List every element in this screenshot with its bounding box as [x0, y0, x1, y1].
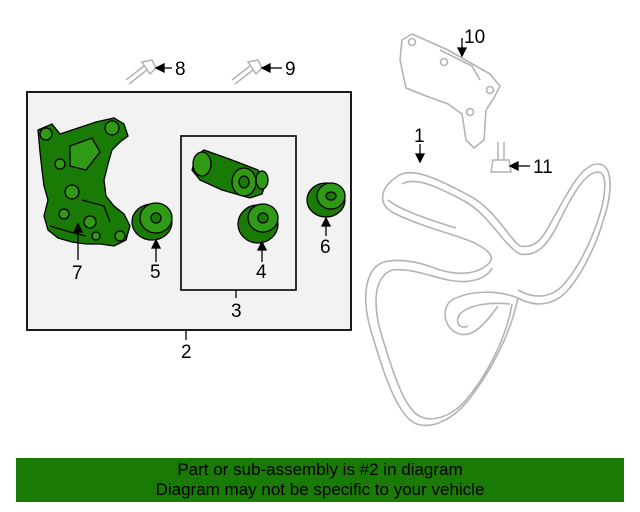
callout-10: 10 — [464, 27, 485, 48]
bolt-8-part[interactable] — [125, 59, 157, 85]
idler-pulley-4-part[interactable] — [237, 203, 279, 244]
callout-5: 5 — [150, 262, 161, 283]
idler-pulley-5-part[interactable] — [131, 202, 173, 241]
callout-9: 9 — [285, 59, 296, 80]
bolt-11-part[interactable] — [490, 142, 512, 173]
callout-7: 7 — [72, 263, 83, 284]
callout-1: 1 — [414, 126, 425, 147]
callout-3: 3 — [231, 301, 242, 322]
callout-4: 4 — [256, 262, 267, 283]
tensioner-assembly-part[interactable] — [191, 149, 269, 199]
leader-lines — [72, 38, 530, 340]
banner-line-2: Diagram may not be specific to your vehi… — [155, 480, 485, 499]
tensioner-bracket-part[interactable] — [37, 117, 131, 247]
callout-6: 6 — [320, 237, 331, 258]
callout-8: 8 — [175, 59, 186, 80]
callout-2: 2 — [181, 342, 192, 363]
serpentine-belt-part[interactable] — [365, 163, 611, 427]
banner-line-1: Part or sub-assembly is #2 in diagram — [177, 460, 463, 479]
bolt-9-part[interactable] — [231, 59, 263, 85]
idler-pulley-6-part[interactable] — [306, 182, 346, 218]
info-banner: Part or sub-assembly is #2 in diagram Di… — [16, 458, 624, 502]
callout-11: 11 — [533, 157, 553, 178]
mounting-bracket-10-part[interactable] — [399, 33, 501, 150]
